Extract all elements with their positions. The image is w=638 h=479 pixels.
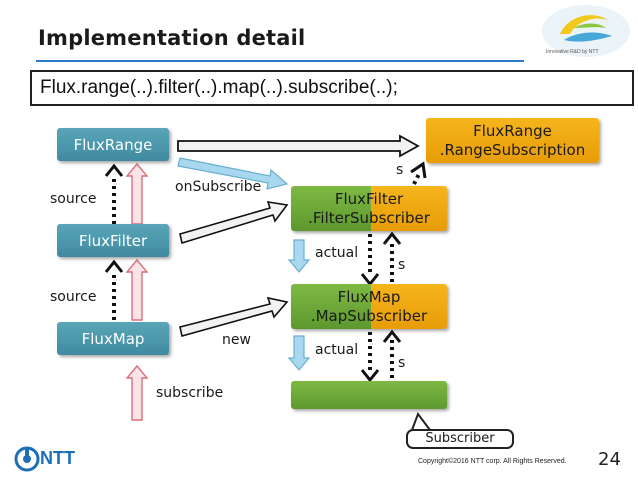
s-arrow-down-map-to-subscriber <box>360 332 380 383</box>
ntt-logo-text: NTT <box>40 448 75 468</box>
new-label: new <box>222 332 251 348</box>
subscriber-callout-pointer <box>410 411 432 431</box>
title-rule <box>36 60 524 62</box>
final-subscriber-box <box>291 381 447 409</box>
flux-filter-box: FluxFilter <box>57 224 169 257</box>
actual-label-2: actual <box>315 342 359 358</box>
subscribe-label: subscribe <box>156 385 224 401</box>
s-label-2: s <box>398 257 406 273</box>
subscriber-callout: Subscriber <box>406 429 514 449</box>
map-subscriber-line2: .MapSubscriber <box>310 306 428 325</box>
flux-range-box: FluxRange <box>57 128 169 161</box>
actual-arrow-map-to-subscriber <box>287 335 311 371</box>
s-arrow-up-map-to-filter <box>382 231 402 282</box>
copyright-text: Copyright©2016 NTT corp. All Rights Rese… <box>418 458 567 465</box>
range-subscription-box: FluxRange .RangeSubscription <box>426 118 599 163</box>
logo-caption: Innovative R&D by NTT <box>546 49 599 55</box>
actual-label-1: actual <box>315 245 359 261</box>
source-arrow-filter-to-range <box>104 163 124 224</box>
flux-map-box: FluxMap <box>57 322 169 355</box>
ntt-logo-icon <box>14 446 40 472</box>
subscribe-arrow-filter-to-range <box>125 162 149 225</box>
s-label-1: s <box>396 162 404 178</box>
source-label-2: source <box>50 289 97 305</box>
source-arrow-map-to-filter <box>104 259 124 320</box>
s-label-3: s <box>398 355 406 371</box>
ntt-rd-logo-icon <box>542 5 630 57</box>
map-subscriber-line1: FluxMap <box>337 287 401 306</box>
on-subscribe-arrow <box>177 157 289 190</box>
filter-subscriber-line2: .FilterSubscriber <box>308 208 430 227</box>
filter-to-subscriber-arrow <box>179 201 289 245</box>
source-label-1: source <box>50 191 97 207</box>
range-subscription-line1: FluxRange <box>473 121 552 140</box>
page-number: 24 <box>598 449 621 470</box>
on-subscribe-label: onSubscribe <box>175 179 262 195</box>
s-arrow-down-filter-to-map <box>360 234 380 287</box>
filter-subscriber-box <box>291 186 447 231</box>
range-to-subscription-arrow <box>177 134 420 158</box>
subscribe-arrow-map-to-filter <box>125 258 149 321</box>
slide-title: Implementation detail <box>38 26 306 50</box>
map-to-subscriber-arrow <box>179 296 289 337</box>
actual-arrow-filter-to-map <box>287 239 311 273</box>
map-subscriber-box <box>291 284 447 329</box>
range-subscription-line2: .RangeSubscription <box>439 140 586 159</box>
filter-subscriber-label: FluxFilter .FilterSubscriber <box>291 186 447 231</box>
s-arrow-filter-to-range <box>410 161 427 185</box>
s-arrow-up-subscriber-to-map <box>382 329 402 378</box>
map-subscriber-label: FluxMap .MapSubscriber <box>291 284 447 329</box>
subscribe-arrow-to-map <box>125 364 149 421</box>
filter-subscriber-line1: FluxFilter <box>334 189 404 208</box>
code-snippet: Flux.range(..).filter(..).map(..).subscr… <box>30 70 634 106</box>
